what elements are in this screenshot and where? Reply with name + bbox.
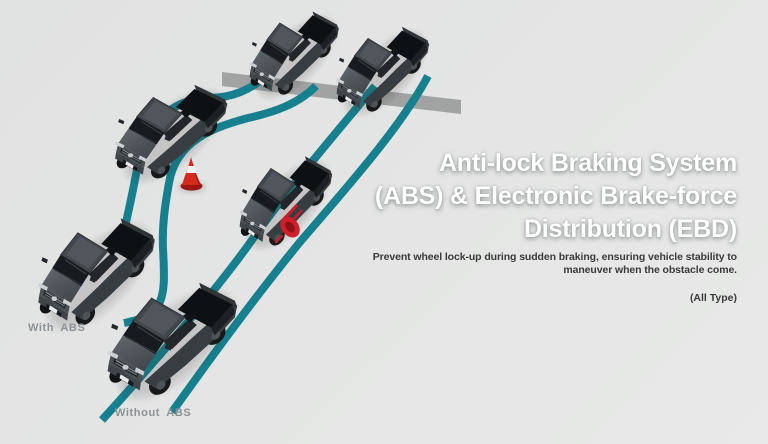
headline-line-2: (ABS) & Electronic Brake-force [374, 182, 737, 210]
headline-line-1: Anti-lock Braking System [438, 149, 737, 177]
all-type-note: (All Type) [689, 292, 737, 304]
headline-line-3: Distribution (EBD) [523, 215, 737, 243]
without-abs-label: Without ABS [115, 407, 192, 419]
no-abs-path-right-track [168, 74, 432, 415]
headline: Anti-lock Braking System (ABS) & Electro… [375, 147, 737, 246]
description-line-1: Prevent wheel lock-up during sudden brak… [372, 251, 737, 263]
description-line-2: maneuver when the obstacle come. [563, 264, 737, 276]
description: Prevent wheel lock-up during sudden brak… [373, 251, 737, 277]
with-abs-label: With ABS [28, 322, 86, 334]
